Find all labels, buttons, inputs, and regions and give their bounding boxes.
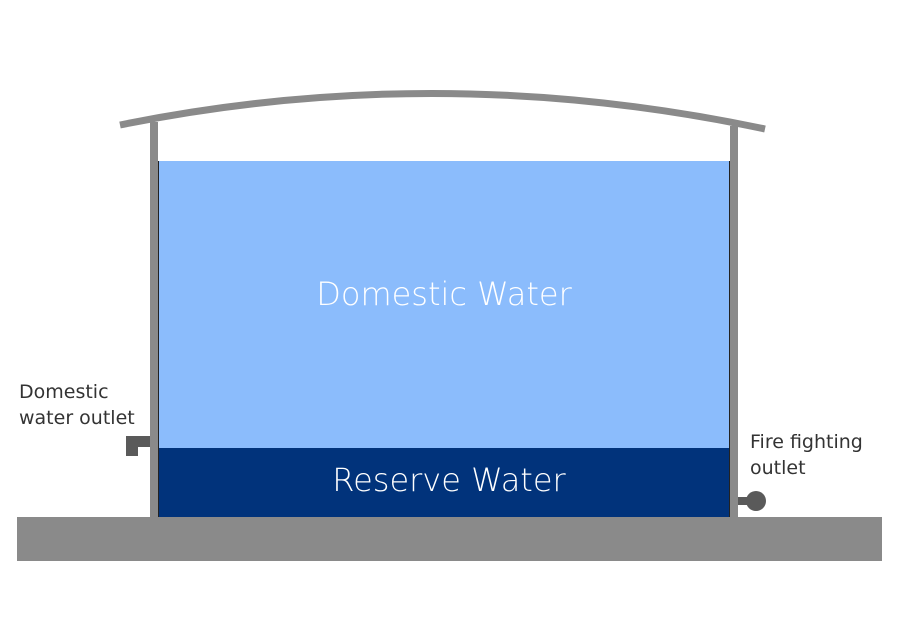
tank-left-wall xyxy=(150,122,158,517)
domestic-water-outlet-pipe xyxy=(126,436,150,456)
fire-outlet-label-line1: Fire fighting xyxy=(750,431,863,453)
fire-fighting-outlet-pipe xyxy=(738,497,752,505)
domestic-outlet-label-line2: water outlet xyxy=(19,407,135,429)
fire-fighting-outlet-valve xyxy=(746,491,766,511)
domestic-water-zone xyxy=(158,161,730,448)
domestic-water-label: Domestic Water xyxy=(316,275,572,313)
tank-roof xyxy=(119,90,766,133)
domestic-outlet-label-line1: Domestic xyxy=(19,381,109,403)
tank-right-wall xyxy=(730,126,738,517)
fire-outlet-label-line2: outlet xyxy=(750,457,806,479)
reserve-water-label: Reserve Water xyxy=(332,461,566,499)
reserve-water-zone xyxy=(158,448,730,517)
ground-slab xyxy=(17,517,882,561)
